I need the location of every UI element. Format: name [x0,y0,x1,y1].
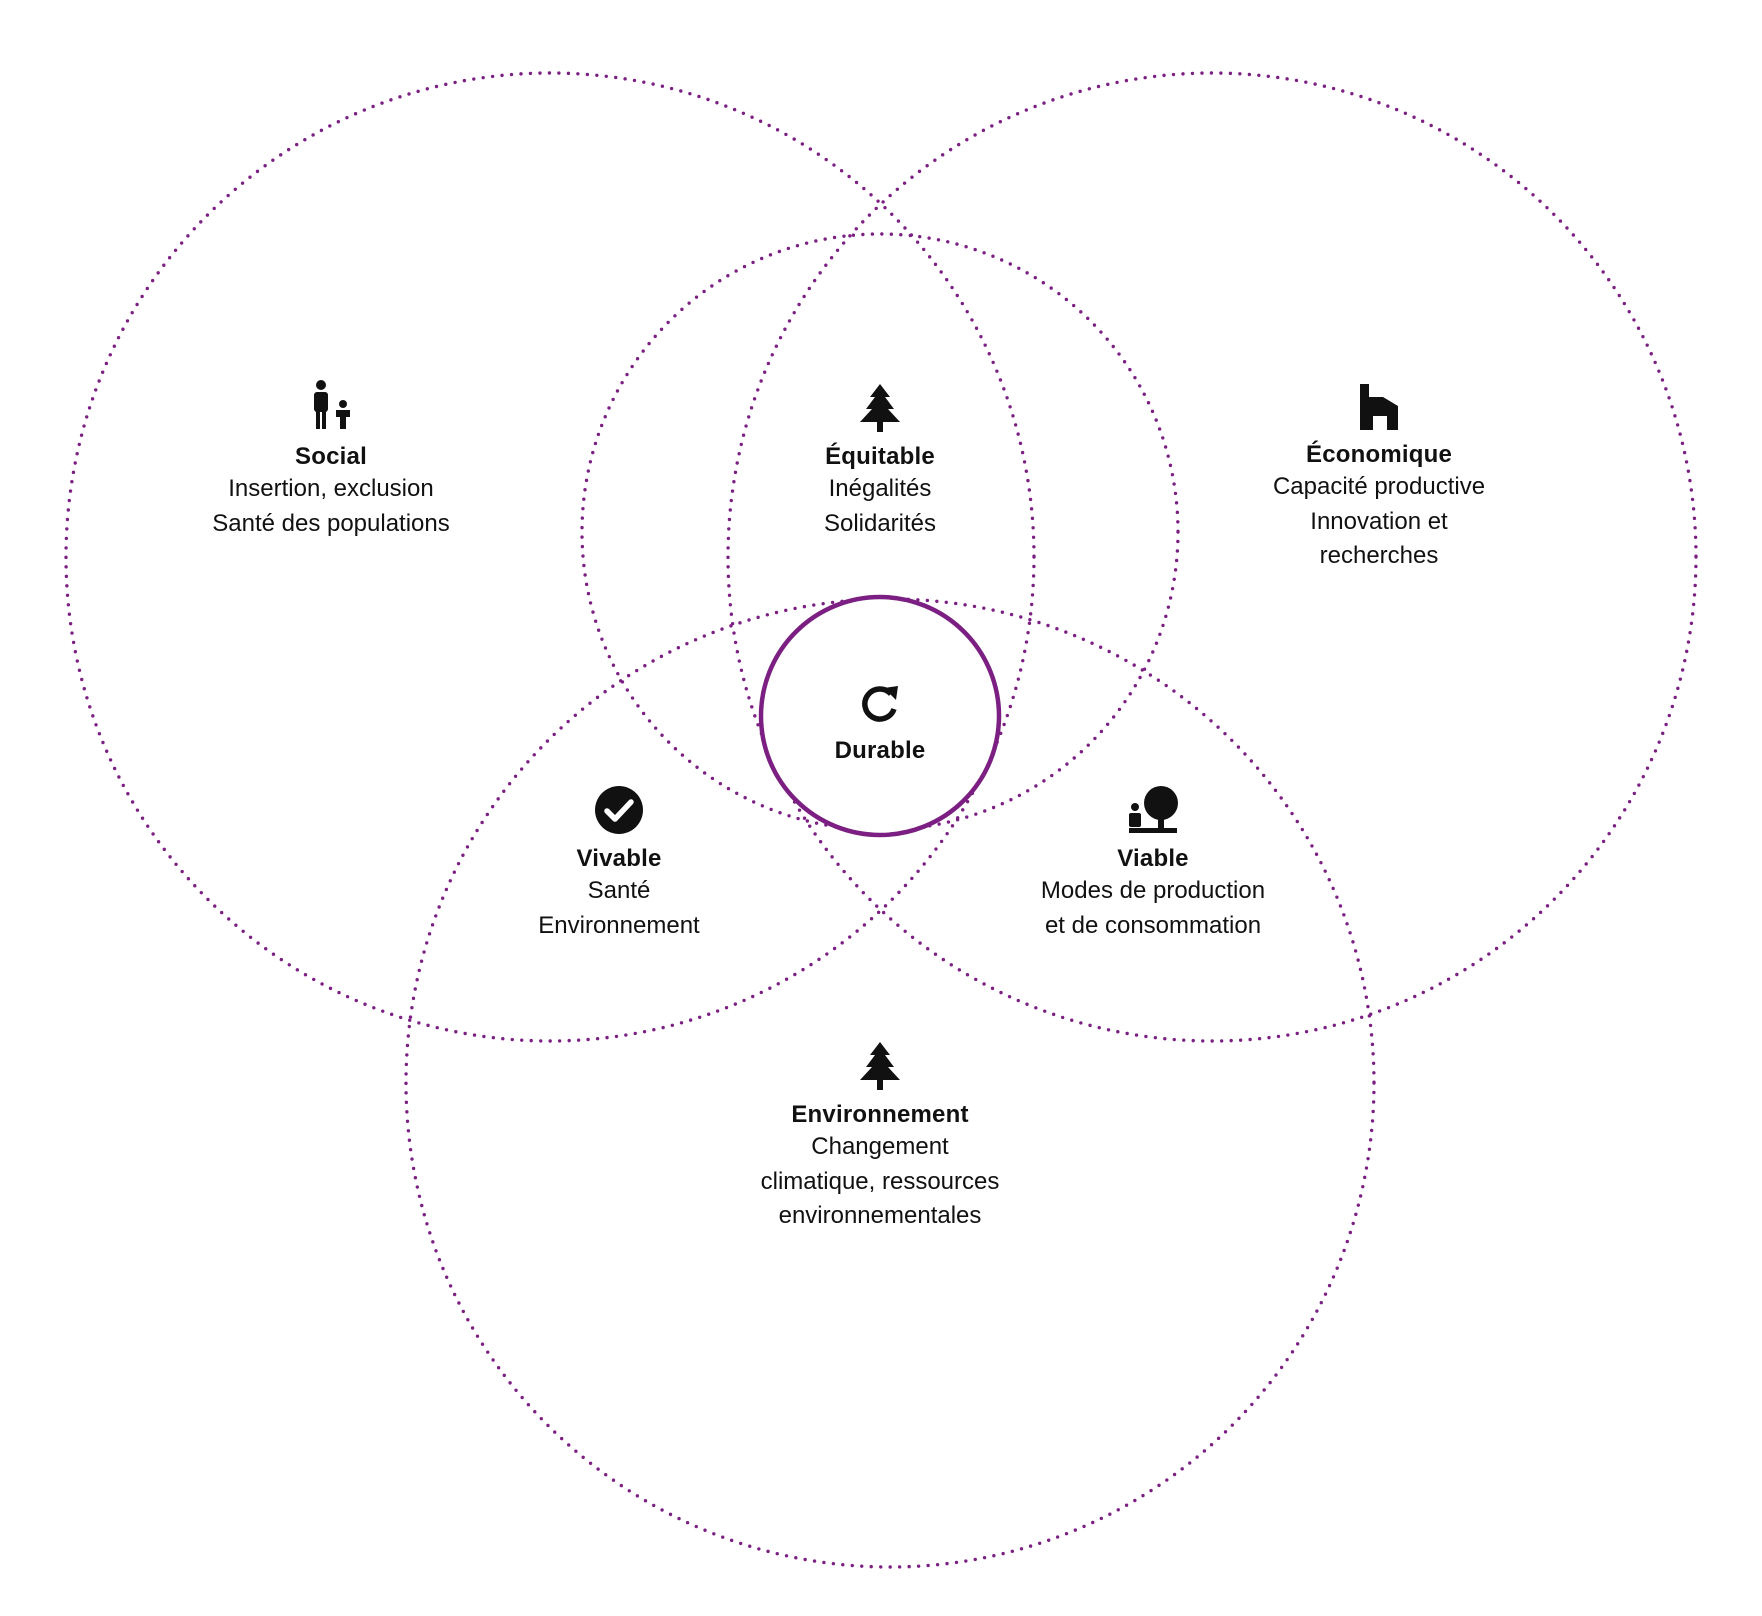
equitable-label-block: Équitable Inégalités Solidarités [730,384,1030,541]
social-title: Social [295,443,367,470]
durable-title: Durable [834,737,926,764]
vivable-line: Environnement [538,911,700,939]
environnement-line: climatique, ressources [760,1167,1000,1195]
equitable-circle [580,232,1180,832]
durable-circle [758,594,1002,838]
social-line: Insertion, exclusion [228,475,434,502]
vivable-title: Vivable [576,845,662,872]
vivable-label-block: Vivable Santé Environnement [469,786,769,943]
viable-line: Modes de production [1040,877,1266,904]
social-circle [64,71,1036,1043]
viable-line: et de consommation [1044,911,1262,939]
tree-icon [860,384,900,432]
environnement-line: environnementales [778,1202,982,1229]
environnement-label-block: Environnement Changement climatique, res… [730,1042,1030,1234]
equitable-line: Solidarités [823,509,937,537]
tree-icon [860,1042,900,1090]
refresh-icon [862,686,898,722]
economique-line: recherches [1319,542,1439,569]
person-tree-icon [1129,786,1178,833]
economique-title: Économique [1305,441,1452,468]
economique-circle [726,71,1698,1043]
environnement-line: Changement [811,1133,949,1160]
social-label-block: Social Insertion, exclusion Santé des po… [181,380,481,541]
social-line: Santé des populations [212,509,450,537]
economique-line: Innovation et [1310,507,1448,535]
equitable-line: Inégalités [828,475,932,502]
economique-line: Capacité productive [1272,473,1486,500]
viable-label-block: Viable Modes de production et de consomm… [1003,786,1303,943]
environnement-title: Environnement [791,1101,969,1128]
family-icon [314,380,350,429]
durable-label-block: Durable [780,684,980,766]
equitable-title: Équitable [825,443,935,470]
check-circle-icon [595,786,643,834]
factory-icon [1360,384,1398,430]
economique-label-block: Économique Capacité productive Innovatio… [1229,384,1529,574]
vivable-line: Santé [587,877,651,904]
viable-title: Viable [1117,845,1189,872]
